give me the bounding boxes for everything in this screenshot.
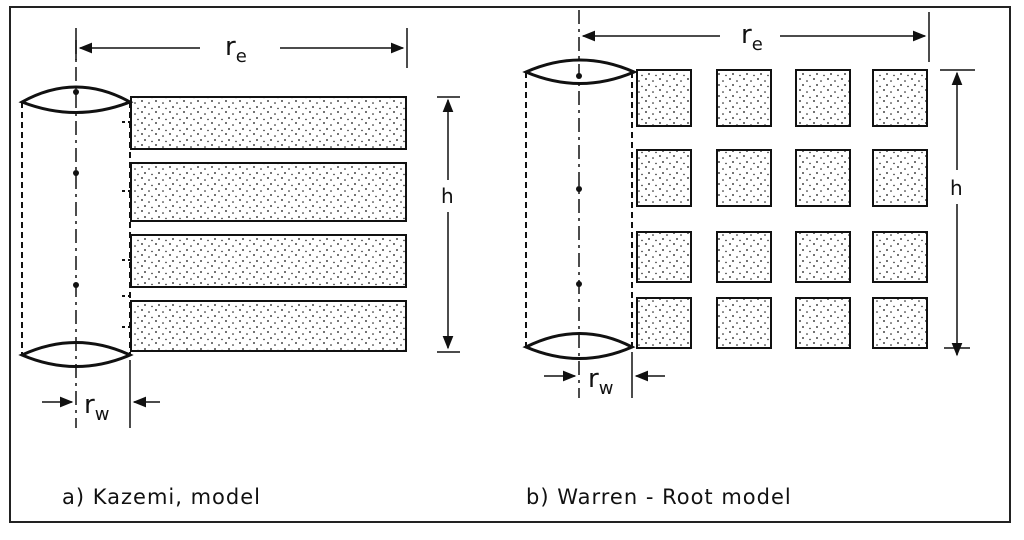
block-r4-c3 [795,297,851,349]
rw-label-a: rw [84,390,109,425]
block-r3-c1 [636,231,692,283]
caption-a: a) Kazemi, model [62,485,261,509]
re-label-a: re [225,32,247,67]
block-r4-c1 [636,297,692,349]
slab-1 [130,96,407,150]
block-r4-c4 [872,297,928,349]
re-dimension-a [75,28,408,68]
re-label-b: re [741,20,763,55]
block-r4-c2 [716,297,772,349]
caption-b: b) Warren - Root model [526,485,792,509]
block-r1-c3 [795,69,851,127]
block-r3-c3 [795,231,851,283]
block-r2-c2 [716,149,772,207]
slab-2 [130,162,407,222]
block-r3-c2 [716,231,772,283]
wellbore-a [18,40,134,428]
h-label-b: h [950,176,963,200]
figure-border [9,6,1011,523]
block-r1-c1 [636,69,692,127]
slab-3 [130,234,407,288]
slab-4 [130,300,407,352]
block-r2-c1 [636,149,692,207]
matrix-blocks-b [636,69,928,349]
rw-label-b: rw [588,364,613,399]
block-r1-c2 [716,69,772,127]
rw-dimension-a [42,360,160,428]
h-dimension-b [940,69,975,357]
block-r2-c4 [872,149,928,207]
panel-a-kazemi [18,28,460,428]
panel-b-warren-root [522,10,975,398]
block-r1-c4 [872,69,928,127]
re-dimension-b [581,12,930,62]
h-label-a: h [441,184,454,208]
block-r2-c3 [795,149,851,207]
block-r3-c4 [872,231,928,283]
h-dimension-a [437,96,460,353]
matrix-slabs-a [122,96,407,352]
rw-dimension-b [544,352,665,398]
wellbore-b [522,10,638,398]
